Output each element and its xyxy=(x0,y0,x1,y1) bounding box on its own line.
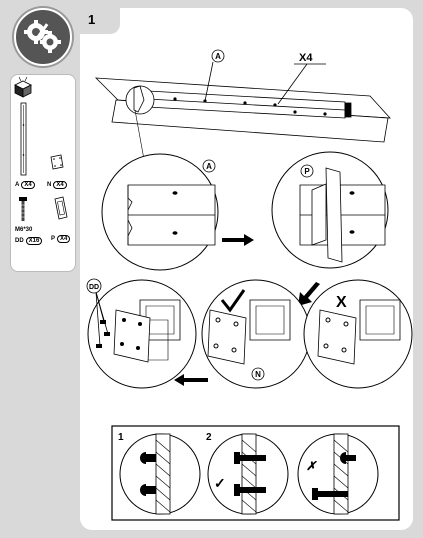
detail-p-label: P xyxy=(304,167,310,176)
arrow-right-icon xyxy=(222,234,254,246)
arrow-left-icon xyxy=(174,374,208,386)
check-mark: ✓ xyxy=(214,475,226,491)
check-mark-icon xyxy=(220,289,246,313)
detail-p-view xyxy=(271,151,389,269)
beam-label: A xyxy=(215,52,221,61)
bolt-detail-1 xyxy=(119,433,201,515)
assembly-view-2 xyxy=(201,279,311,389)
box-icon xyxy=(14,76,32,98)
part-dd-bolt-icon xyxy=(19,197,27,221)
n-label: N xyxy=(255,370,261,379)
bolt-step-1: 1 xyxy=(118,432,124,443)
tools-badge xyxy=(14,8,72,66)
arrow-down-left-icon xyxy=(298,282,320,306)
part-dd-spec: M6*30 xyxy=(15,227,33,233)
gears-icon xyxy=(24,20,61,53)
step-tab xyxy=(80,8,120,34)
part-a-beam-icon xyxy=(20,102,27,176)
assembly-view-3 xyxy=(303,279,413,389)
step-number: 1 xyxy=(88,12,96,27)
parts-illustration xyxy=(14,76,68,221)
quantity-label: X4 xyxy=(299,52,313,64)
bolt-detail-2 xyxy=(207,433,289,515)
bolt-step-2: 2 xyxy=(206,432,212,443)
part-p-frame-icon xyxy=(54,196,68,220)
wrong-mark: X xyxy=(336,294,347,311)
beam-overview xyxy=(94,61,391,143)
detail-a-view xyxy=(101,153,219,271)
wrong-mark-bolt: ✗ xyxy=(306,459,317,473)
beam-label-circle xyxy=(211,49,225,63)
detail-a-label: A xyxy=(206,162,212,171)
dd-label: DD xyxy=(89,284,99,291)
assembly-view-1 xyxy=(87,279,197,389)
bolt-detail-3 xyxy=(297,433,379,515)
part-n-plate-icon xyxy=(50,154,64,170)
